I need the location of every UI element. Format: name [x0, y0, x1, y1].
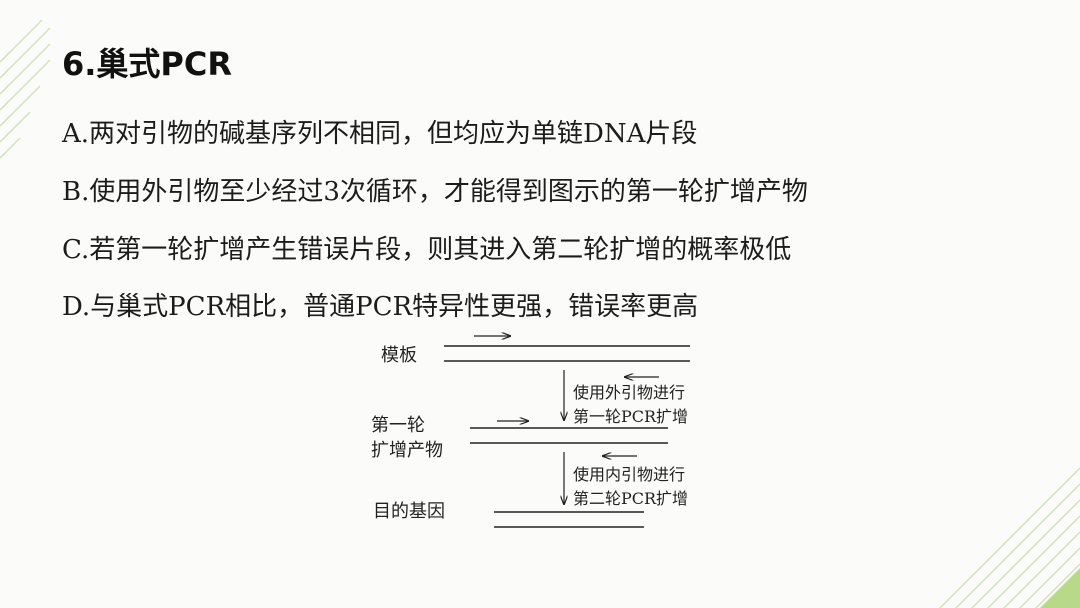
- slide-title: 6.巢式PCR: [62, 45, 233, 83]
- template-label: 模板: [381, 345, 417, 366]
- step1-text-line2: 第一轮PCR扩增: [573, 407, 688, 426]
- target-gene-label: 目的基因: [373, 501, 445, 522]
- option-a: A.两对引物的碱基序列不相同，但均应为单链DNA片段: [62, 119, 698, 149]
- option-d: D.与巢式PCR相比，普通PCR特异性更强，错误率更高: [62, 292, 699, 322]
- option-c: C.若第一轮扩增产生错误片段，则其进入第二轮扩增的概率极低: [62, 235, 792, 265]
- step2-text-line2: 第二轮PCR扩增: [573, 489, 688, 508]
- first-product-label-line1: 第一轮: [371, 415, 425, 436]
- option-b: B.使用外引物至少经过3次循环，才能得到图示的第一轮扩增产物: [62, 177, 808, 207]
- step2-text-line1: 使用内引物进行: [573, 465, 685, 484]
- step1-text-line1: 使用外引物进行: [573, 383, 685, 402]
- first-product-label-line2: 扩增产物: [371, 440, 443, 461]
